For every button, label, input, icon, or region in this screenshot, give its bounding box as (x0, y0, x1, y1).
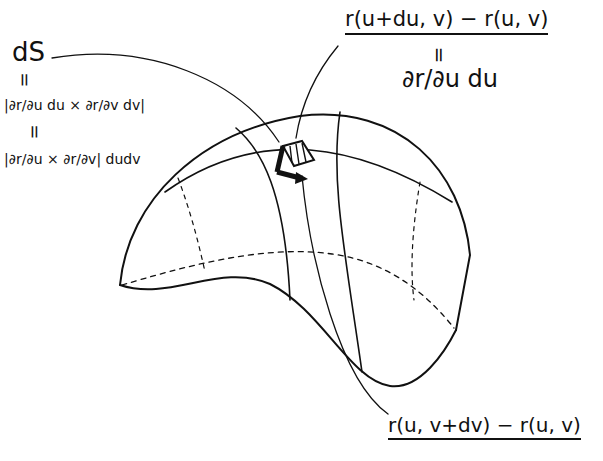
equals-sign: = (429, 47, 451, 64)
hidden-grid-curve (178, 178, 205, 272)
arrow-head (295, 172, 308, 184)
surface-edge (120, 277, 456, 386)
grid-curve (236, 128, 290, 300)
math-label: |∂r/∂u × ∂r/∂v| dudv (4, 152, 141, 167)
math-label: |∂r/∂u du × ∂r/∂v dv| (4, 98, 145, 113)
leader-line (302, 176, 388, 414)
equals-sign: = (26, 124, 46, 139)
leader-line (296, 46, 338, 138)
grid-curve (337, 112, 362, 372)
math-label: r(u+du, v) − r(u, v) (345, 8, 548, 35)
math-label: ∂r/∂u du (402, 66, 498, 92)
hidden-grid-curve (412, 182, 420, 300)
math-label: dS (12, 38, 45, 67)
surface-patch (283, 141, 314, 166)
surface-outline (120, 115, 470, 330)
tangent-vector (277, 146, 283, 172)
equals-sign: = (16, 72, 36, 87)
math-label: r(u, v+dv) − r(u, v) (388, 414, 581, 440)
patch-hatch (290, 143, 306, 164)
